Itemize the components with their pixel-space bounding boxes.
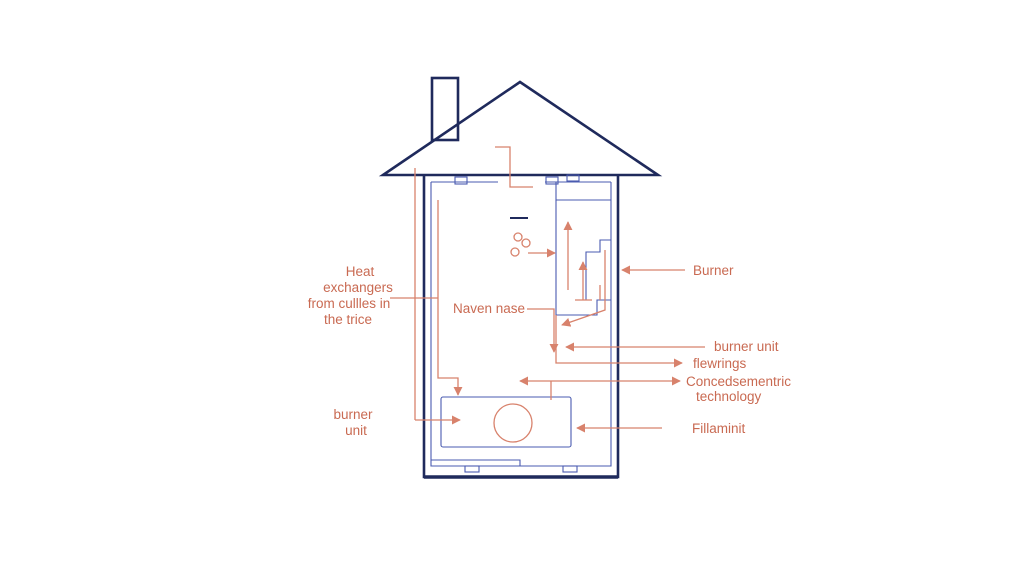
label-concedsementric-2: technology	[696, 389, 762, 404]
flow-arrows	[390, 146, 705, 433]
label-burner: Burner	[693, 263, 734, 278]
boiler-casing	[430, 174, 612, 473]
label-heat-exchangers-4: the trice	[324, 312, 372, 327]
label-concedsementric-1: Concedsementric	[686, 374, 791, 389]
label-burner-unit-left-2: unit	[345, 423, 367, 438]
roof	[378, 80, 663, 177]
label-heat-exchangers-3: from cullles in	[308, 296, 391, 311]
burner-box	[440, 396, 572, 448]
label-burner-unit-left-1: burner	[333, 407, 373, 422]
label-fillaminit: Fillaminit	[692, 421, 746, 436]
label-burner-unit-right: burner unit	[714, 339, 779, 354]
house-outline	[378, 76, 663, 479]
label-heat-exchangers-2: exchangers	[323, 280, 393, 295]
burner-circle	[493, 403, 533, 443]
label-heat-exchangers-1: Heat	[346, 264, 375, 279]
label-naven-nase: Naven nase	[453, 301, 525, 316]
chimney	[430, 76, 460, 142]
labels: Heat exchangers from cullles in the tric…	[308, 263, 792, 438]
house-walls	[422, 175, 620, 479]
label-flewrings: flewrings	[693, 356, 747, 371]
bubbles	[510, 232, 531, 257]
